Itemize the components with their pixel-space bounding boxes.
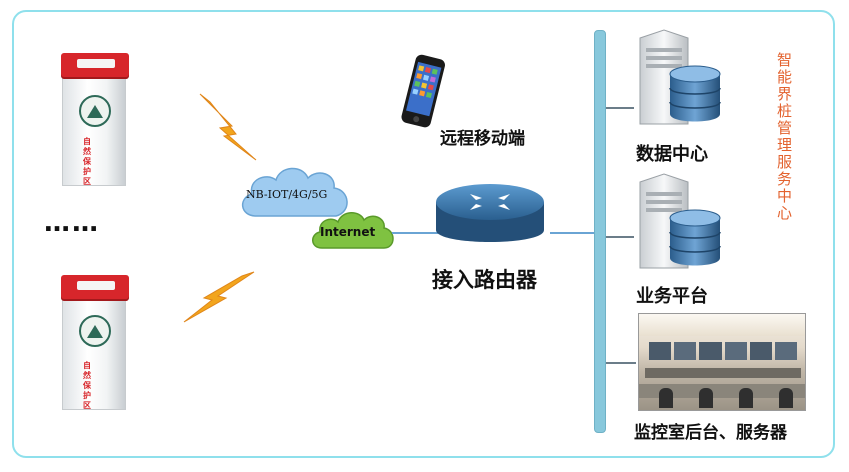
internet-cloud-label: Internet [320,225,376,239]
network-bus [594,30,606,433]
lightning-icon [199,93,257,161]
connector-line [606,362,636,364]
router-label: 接入路由器 [432,268,537,292]
data-center-label: 数据中心 [636,144,708,165]
boundary-post-icon: 自然保护区 [61,53,129,186]
lightning-icon [183,271,255,323]
connector-line [550,232,594,234]
control-room-image [638,313,806,411]
server-database-icon [639,173,721,269]
diagram-frame [12,10,835,458]
mobile-label: 远程移动端 [440,129,525,149]
server-database-icon [639,29,721,125]
cloud-icon [242,167,348,217]
connector-line [606,236,634,238]
boundary-post-icon: 自然保护区 [61,275,129,410]
monitoring-room-label: 监控室后台、服务器 [634,423,787,443]
connector-line [392,232,438,234]
network-cloud-label: NB-IOT/4G/5G [246,188,328,201]
smartphone-icon [401,54,445,128]
connector-line [606,107,634,109]
router-icon [436,184,544,242]
ellipsis: …… [44,208,100,238]
service-center-vertical-label: 智能界桩管理服务中心 [775,52,793,222]
business-platform-label: 业务平台 [636,286,708,307]
cloud-icon [312,212,394,249]
